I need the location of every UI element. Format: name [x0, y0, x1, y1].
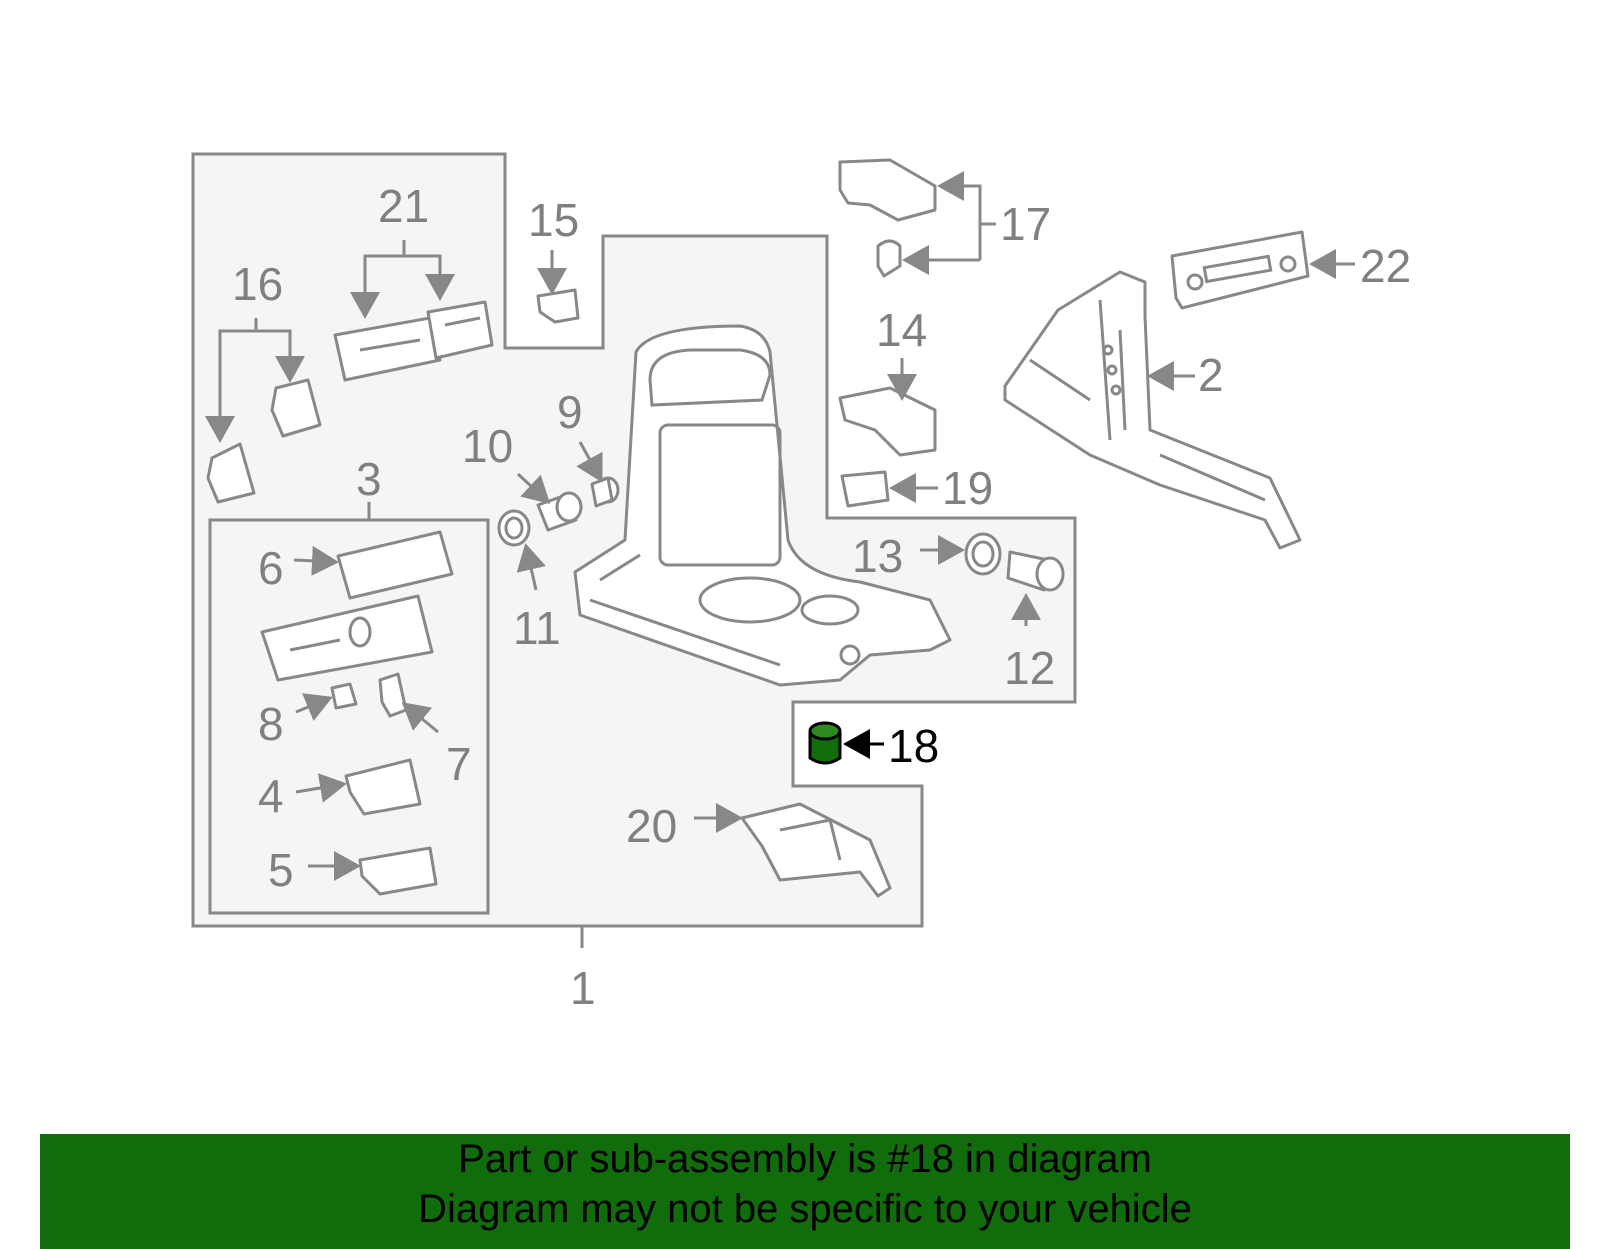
- callout-1[interactable]: 1: [570, 962, 596, 1014]
- callout-20[interactable]: 20: [626, 800, 677, 852]
- callout-18[interactable]: 18: [888, 720, 939, 772]
- banner-line-1: Part or sub-assembly is #18 in diagram: [458, 1137, 1152, 1181]
- callout-2[interactable]: 2: [1198, 349, 1224, 401]
- callout-7[interactable]: 7: [446, 738, 472, 790]
- callout-6[interactable]: 6: [258, 542, 284, 594]
- callout-3[interactable]: 3: [356, 453, 382, 505]
- callout-19[interactable]: 19: [942, 462, 993, 514]
- callout-21[interactable]: 21: [378, 180, 429, 232]
- part-18-highlighted[interactable]: [808, 721, 842, 765]
- part-21-drawing: [333, 300, 494, 382]
- banner-line-2: Diagram may not be specific to your vehi…: [418, 1187, 1192, 1231]
- bezel-drawing: [260, 594, 434, 682]
- callout-12[interactable]: 12: [1004, 642, 1055, 694]
- callout-4[interactable]: 4: [258, 770, 284, 822]
- callout-17[interactable]: 17: [1000, 198, 1051, 250]
- callout-5[interactable]: 5: [268, 844, 294, 896]
- part-14-drawing: [838, 386, 937, 457]
- callout-13[interactable]: 13: [852, 530, 903, 582]
- callout-8[interactable]: 8: [258, 698, 284, 750]
- center-console-drawing: [573, 324, 952, 687]
- part-4-drawing: [344, 758, 422, 816]
- callout-10[interactable]: 10: [462, 420, 513, 472]
- callout-16[interactable]: 16: [232, 258, 283, 310]
- part-7-drawing: [378, 672, 408, 718]
- part-8-drawing: [330, 682, 358, 710]
- callout-11[interactable]: 11: [513, 602, 561, 654]
- parts-12-13-drawing: [964, 532, 1065, 592]
- part-17-drawing: [838, 158, 937, 278]
- part-6-drawing: [336, 530, 454, 600]
- callout-14[interactable]: 14: [876, 304, 927, 356]
- part-20-drawing: [740, 802, 892, 898]
- callout-15[interactable]: 15: [528, 194, 579, 246]
- part-22-drawing: [1170, 230, 1310, 310]
- callout-22[interactable]: 22: [1360, 240, 1411, 292]
- part-15-drawing: [536, 288, 580, 324]
- part-19-drawing: [840, 470, 890, 508]
- callout-9[interactable]: 9: [557, 386, 583, 438]
- part-5-drawing: [358, 846, 438, 896]
- part-16-drawing: [206, 378, 322, 504]
- part-2-drawing: [1003, 270, 1302, 550]
- info-banner: Part or sub-assembly is #18 in diagram D…: [40, 1134, 1570, 1249]
